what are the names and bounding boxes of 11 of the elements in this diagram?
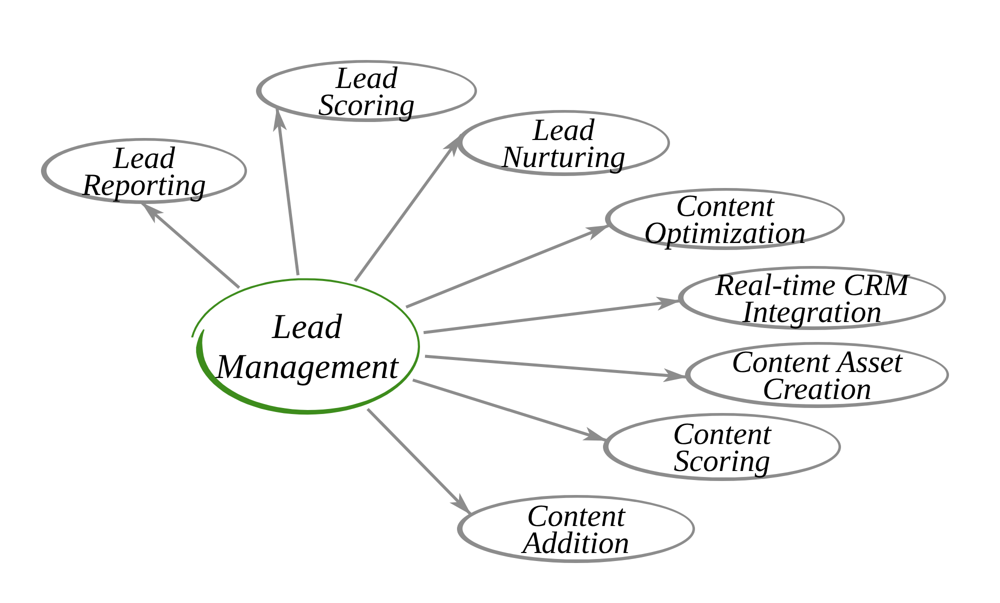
node-label: Content Addition — [520, 502, 630, 556]
arrow — [423, 296, 681, 334]
node-label: Lead Management — [214, 307, 400, 387]
arrow — [406, 224, 610, 308]
arrow — [366, 408, 472, 516]
arrow — [141, 202, 240, 289]
arrow — [424, 354, 688, 382]
node-label: Content Asset Creation — [730, 348, 904, 402]
arrow — [354, 134, 463, 282]
arrow — [273, 107, 300, 276]
arrow — [412, 378, 608, 442]
